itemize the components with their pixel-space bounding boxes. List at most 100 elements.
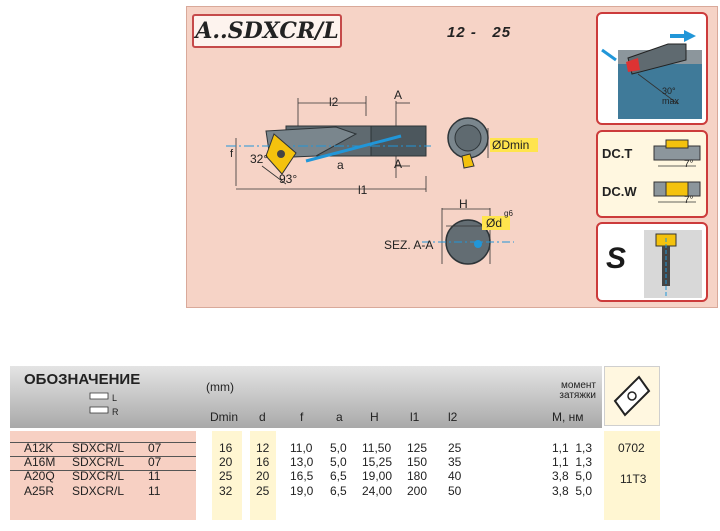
- row-size: 07: [148, 455, 162, 469]
- unit-label: (mm): [206, 380, 234, 394]
- hand-l: L: [112, 393, 118, 403]
- end-view: [447, 117, 489, 169]
- row-a: 6,5: [330, 484, 347, 498]
- moment-line1: момент: [561, 380, 596, 391]
- dc-angle-1: 7°: [684, 159, 694, 170]
- row-moment: 3,8 5,0: [552, 469, 593, 483]
- clamp-angle: 30°: [662, 86, 676, 96]
- s-card: S: [596, 222, 708, 302]
- row-size: 11: [148, 484, 161, 498]
- clamp-max: max: [662, 96, 680, 106]
- designation-header: ОБОЗНАЧЕНИЕ: [24, 371, 141, 388]
- row-divider: [10, 456, 196, 457]
- label-l2: l2: [329, 95, 339, 109]
- label-h: H: [459, 197, 468, 211]
- label-a-small: a: [337, 158, 344, 172]
- clamp-card: 30° max: [596, 12, 708, 125]
- dmin-column-highlight: [212, 431, 242, 520]
- row-moment: 1,1 1,3: [552, 441, 593, 455]
- row-l2: 25: [448, 441, 462, 455]
- clamp-diagram-icon: [601, 30, 702, 119]
- row-d: 16: [256, 455, 270, 469]
- insert-shape-card: [604, 366, 660, 426]
- label-tolerance: g6: [504, 209, 513, 218]
- row-a: 5,0: [330, 455, 347, 469]
- insert-code-11t3: 11T3: [620, 472, 647, 486]
- col-f: f: [300, 410, 304, 424]
- row-name: SDXCR/L: [72, 469, 125, 483]
- row-h: 15,25: [362, 455, 393, 469]
- row-d: 12: [256, 441, 270, 455]
- col-d: d: [259, 410, 266, 424]
- hand-r: R: [112, 407, 119, 417]
- row-dmin: 20: [219, 455, 233, 469]
- moment-label: момент затяжки: [528, 381, 596, 401]
- col-l2: l2: [448, 410, 458, 424]
- row-size: 07: [148, 441, 162, 455]
- table-header: [10, 366, 602, 428]
- dc-card: DC.T DC.W 7° 7°: [596, 130, 708, 218]
- row-size: 11: [148, 469, 161, 483]
- workpiece-bore: [618, 64, 702, 119]
- row-moment: 3,8 5,0: [552, 484, 593, 498]
- label-d: Ød: [486, 216, 503, 230]
- row-l1: 180: [407, 469, 428, 483]
- size-range: 12 - 25: [447, 24, 512, 41]
- row-f: 16,5: [290, 469, 314, 483]
- row-dmin: 16: [219, 441, 233, 455]
- diamond-insert-icon: [613, 375, 651, 417]
- col-a: a: [336, 410, 343, 424]
- row-h: 11,50: [362, 441, 392, 455]
- angle-93-line: [261, 165, 287, 185]
- row-f: 19,0: [290, 484, 314, 498]
- row-moment: 1,1 1,3: [552, 455, 593, 469]
- moment-line2: затяжки: [559, 390, 596, 401]
- row-d: 25: [256, 484, 270, 498]
- row-dmin: 32: [219, 484, 233, 498]
- label-angle-93: 93°: [279, 172, 298, 186]
- row-dmin: 25: [219, 469, 233, 483]
- col-moment: M, нм: [552, 410, 584, 424]
- col-l1: l1: [410, 410, 420, 424]
- row-l1: 150: [407, 455, 428, 469]
- dc-t-label: DC.T: [602, 146, 633, 161]
- row-a: 5,0: [330, 441, 347, 455]
- row-h: 24,00: [362, 484, 393, 498]
- col-h: H: [370, 410, 379, 424]
- d-column-highlight: [250, 431, 276, 520]
- dmin-highlight: [490, 138, 538, 152]
- coolant-channel: [305, 134, 402, 163]
- row-code: A12K: [24, 441, 54, 455]
- insert-screw-icon: [277, 150, 285, 158]
- label-angle-32: 32°: [250, 152, 269, 166]
- label-l1: l1: [358, 183, 368, 197]
- dc-insert-icons: [653, 139, 701, 203]
- row-name: SDXCR/L: [72, 441, 125, 455]
- row-l1: 125: [407, 441, 428, 455]
- product-title: A..SDXCR/L: [192, 14, 342, 48]
- boring-bar: [226, 125, 431, 163]
- dc-w-label: DC.W: [602, 184, 637, 199]
- row-divider: [10, 470, 196, 471]
- row-l1: 200: [407, 484, 428, 498]
- row-h: 19,00: [362, 469, 393, 483]
- col-dmin: Dmin: [210, 410, 239, 424]
- row-f: 11,0: [290, 441, 313, 455]
- label-a-top: A: [394, 88, 403, 102]
- row-l2: 40: [448, 469, 462, 483]
- insert-code-0702: 0702: [618, 441, 645, 455]
- label-section: SEZ. A-A: [384, 238, 434, 252]
- tool-drawing: [226, 96, 538, 265]
- s-label: S: [606, 242, 627, 275]
- label-dmin: ØDmin: [492, 138, 530, 152]
- row-divider: [10, 442, 196, 443]
- arrow-right-icon: [684, 30, 696, 42]
- s-clamp-icon: [644, 230, 702, 298]
- row-code: A20Q: [24, 469, 55, 483]
- label-a-bottom: A: [394, 157, 403, 171]
- row-a: 6,5: [330, 469, 347, 483]
- d-highlight: [482, 216, 510, 230]
- row-code: A25R: [24, 484, 55, 498]
- row-d: 20: [256, 469, 270, 483]
- row-code: A16M: [24, 455, 56, 469]
